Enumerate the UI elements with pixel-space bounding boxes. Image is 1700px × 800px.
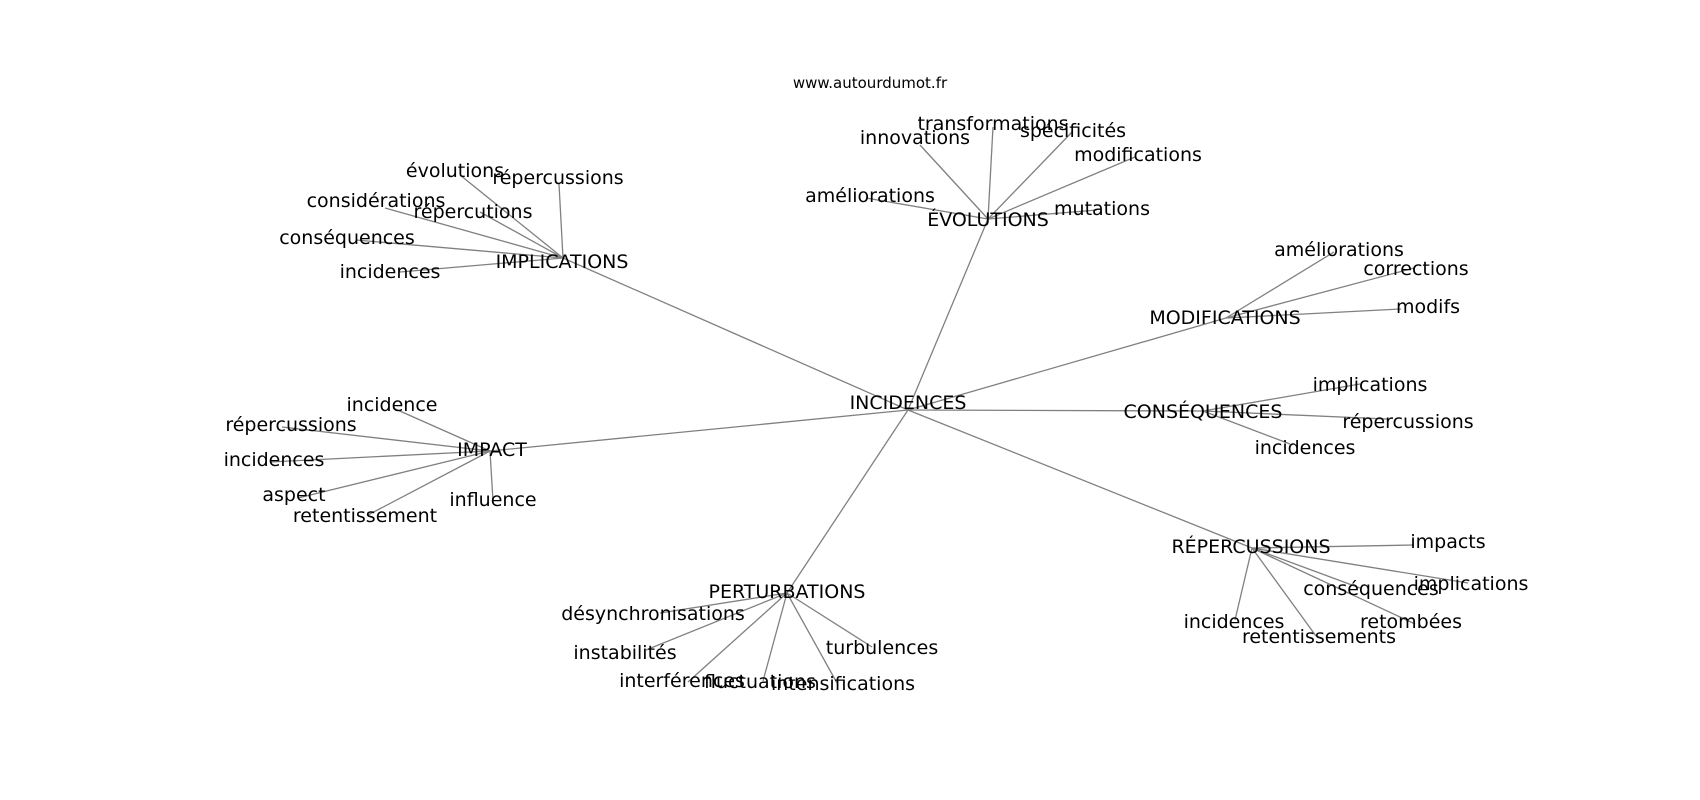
- leaf-evolutions-3[interactable]: modifications: [1074, 144, 1202, 166]
- edge-impact-3: [297, 450, 491, 499]
- edge-perturbations-5: [786, 592, 873, 648]
- edge-center-modifications: [907, 317, 1227, 411]
- edge-perturbations-3: [762, 592, 788, 682]
- leaf-repercussions-5[interactable]: retentissements: [1242, 626, 1396, 648]
- edge-evolutions-0: [987, 126, 994, 220]
- edge-center-impact: [489, 409, 909, 452]
- node-consequences[interactable]: CONSÉQUENCES: [1124, 400, 1283, 423]
- leaf-perturbations-3[interactable]: fluctuations: [704, 671, 816, 693]
- edge-implications-3: [479, 211, 564, 259]
- leaf-impact-3[interactable]: aspect: [262, 484, 325, 506]
- edge-implications-2: [384, 207, 564, 259]
- edge-implications-0: [459, 174, 564, 259]
- edge-center-consequences: [907, 409, 1204, 412]
- site-watermark: www.autourdumot.fr: [793, 74, 948, 92]
- node-impact[interactable]: IMPACT: [457, 439, 527, 461]
- node-perturbations[interactable]: PERTURBATIONS: [709, 581, 866, 603]
- leaf-implications-5[interactable]: incidences: [340, 261, 441, 283]
- node-evolutions[interactable]: ÉVOLUTIONS: [927, 208, 1049, 231]
- leaf-modifications-2[interactable]: modifs: [1396, 296, 1460, 318]
- edge-consequences-2: [1202, 410, 1291, 445]
- leaf-impact-5[interactable]: influence: [449, 489, 536, 511]
- edge-repercussions-5: [1251, 547, 1317, 637]
- center-node-label[interactable]: INCIDENCES: [850, 392, 967, 414]
- edge-modifications-1: [1225, 267, 1415, 319]
- leaf-repercussions-0[interactable]: impacts: [1410, 531, 1485, 553]
- leaf-implications-1[interactable]: répercussions: [492, 167, 623, 189]
- edge-center-implications: [562, 257, 909, 411]
- leaf-implications-3[interactable]: répercutions: [413, 201, 532, 223]
- edge-impact-2: [269, 450, 491, 463]
- leaf-perturbations-5[interactable]: turbulences: [826, 637, 938, 659]
- edge-perturbations-1: [645, 592, 788, 651]
- edge-implications-1: [558, 183, 564, 259]
- edge-repercussions-2: [1251, 547, 1361, 589]
- edge-impact-5: [489, 450, 494, 502]
- edge-consequences-1: [1202, 410, 1388, 420]
- leaf-consequences-2[interactable]: incidences: [1255, 437, 1356, 459]
- edge-center-evolutions: [907, 218, 989, 411]
- edge-evolutions-2: [919, 144, 989, 220]
- leaf-evolutions-4[interactable]: améliorations: [805, 185, 935, 207]
- leaf-repercussions-3[interactable]: retombées: [1360, 611, 1462, 633]
- edge-implications-4: [355, 239, 564, 259]
- leaf-perturbations-2[interactable]: interférences: [619, 670, 745, 692]
- graph-labels: www.autourdumot.fr INCIDENCES IMPLICATIO…: [224, 74, 1529, 695]
- edge-impact-1: [281, 426, 491, 452]
- leaf-perturbations-1[interactable]: instabilités: [573, 642, 676, 664]
- leaf-repercussions-4[interactable]: incidences: [1184, 611, 1285, 633]
- leaf-implications-2[interactable]: considérations: [307, 190, 446, 212]
- leaf-consequences-0[interactable]: implications: [1313, 374, 1428, 396]
- edge-impact-0: [392, 407, 491, 452]
- edge-center-repercussions: [907, 409, 1253, 549]
- node-repercussions[interactable]: RÉPERCUSSIONS: [1171, 535, 1330, 558]
- leaf-modifications-1[interactable]: corrections: [1363, 258, 1468, 280]
- edge-repercussions-1: [1251, 547, 1469, 584]
- edge-repercussions-4: [1234, 547, 1253, 621]
- graph-edges: [269, 126, 1469, 684]
- edge-evolutions-5: [987, 209, 1098, 220]
- edge-modifications-2: [1225, 308, 1402, 319]
- leaf-repercussions-1[interactable]: implications: [1414, 573, 1529, 595]
- edge-repercussions-0: [1251, 544, 1415, 549]
- leaf-modifications-0[interactable]: améliorations: [1274, 239, 1404, 261]
- leaf-impact-0[interactable]: incidence: [347, 394, 438, 416]
- leaf-repercussions-2[interactable]: conséquences: [1303, 578, 1439, 600]
- leaf-evolutions-2[interactable]: innovations: [860, 127, 970, 149]
- edge-perturbations-2: [687, 592, 788, 683]
- leaf-evolutions-5[interactable]: mutations: [1054, 198, 1150, 220]
- edge-evolutions-1: [987, 130, 1074, 220]
- edge-perturbations-0: [659, 592, 788, 614]
- edge-impact-4: [367, 450, 491, 516]
- leaf-perturbations-4[interactable]: intensifications: [771, 673, 915, 695]
- leaf-impact-4[interactable]: retentissement: [293, 505, 437, 527]
- edge-modifications-0: [1225, 251, 1335, 319]
- leaf-implications-0[interactable]: évolutions: [406, 160, 504, 182]
- leaf-evolutions-1[interactable]: spécificités: [1020, 120, 1126, 142]
- node-modifications[interactable]: MODIFICATIONS: [1149, 307, 1300, 329]
- leaf-consequences-1[interactable]: répercussions: [1342, 411, 1473, 433]
- node-implications[interactable]: IMPLICATIONS: [496, 251, 629, 273]
- leaf-perturbations-0[interactable]: désynchronisations: [561, 603, 745, 625]
- edge-perturbations-4: [786, 592, 838, 684]
- leaf-evolutions-0[interactable]: transformations: [917, 113, 1068, 135]
- leaf-impact-2[interactable]: incidences: [224, 449, 325, 471]
- leaf-impact-1[interactable]: répercussions: [225, 414, 356, 436]
- edge-repercussions-3: [1251, 547, 1416, 625]
- edge-implications-5: [399, 257, 564, 273]
- edge-center-perturbations: [786, 409, 909, 594]
- edge-consequences-0: [1202, 383, 1361, 412]
- edge-evolutions-3: [987, 156, 1136, 220]
- edge-evolutions-4: [865, 197, 989, 220]
- leaf-implications-4[interactable]: conséquences: [279, 227, 415, 249]
